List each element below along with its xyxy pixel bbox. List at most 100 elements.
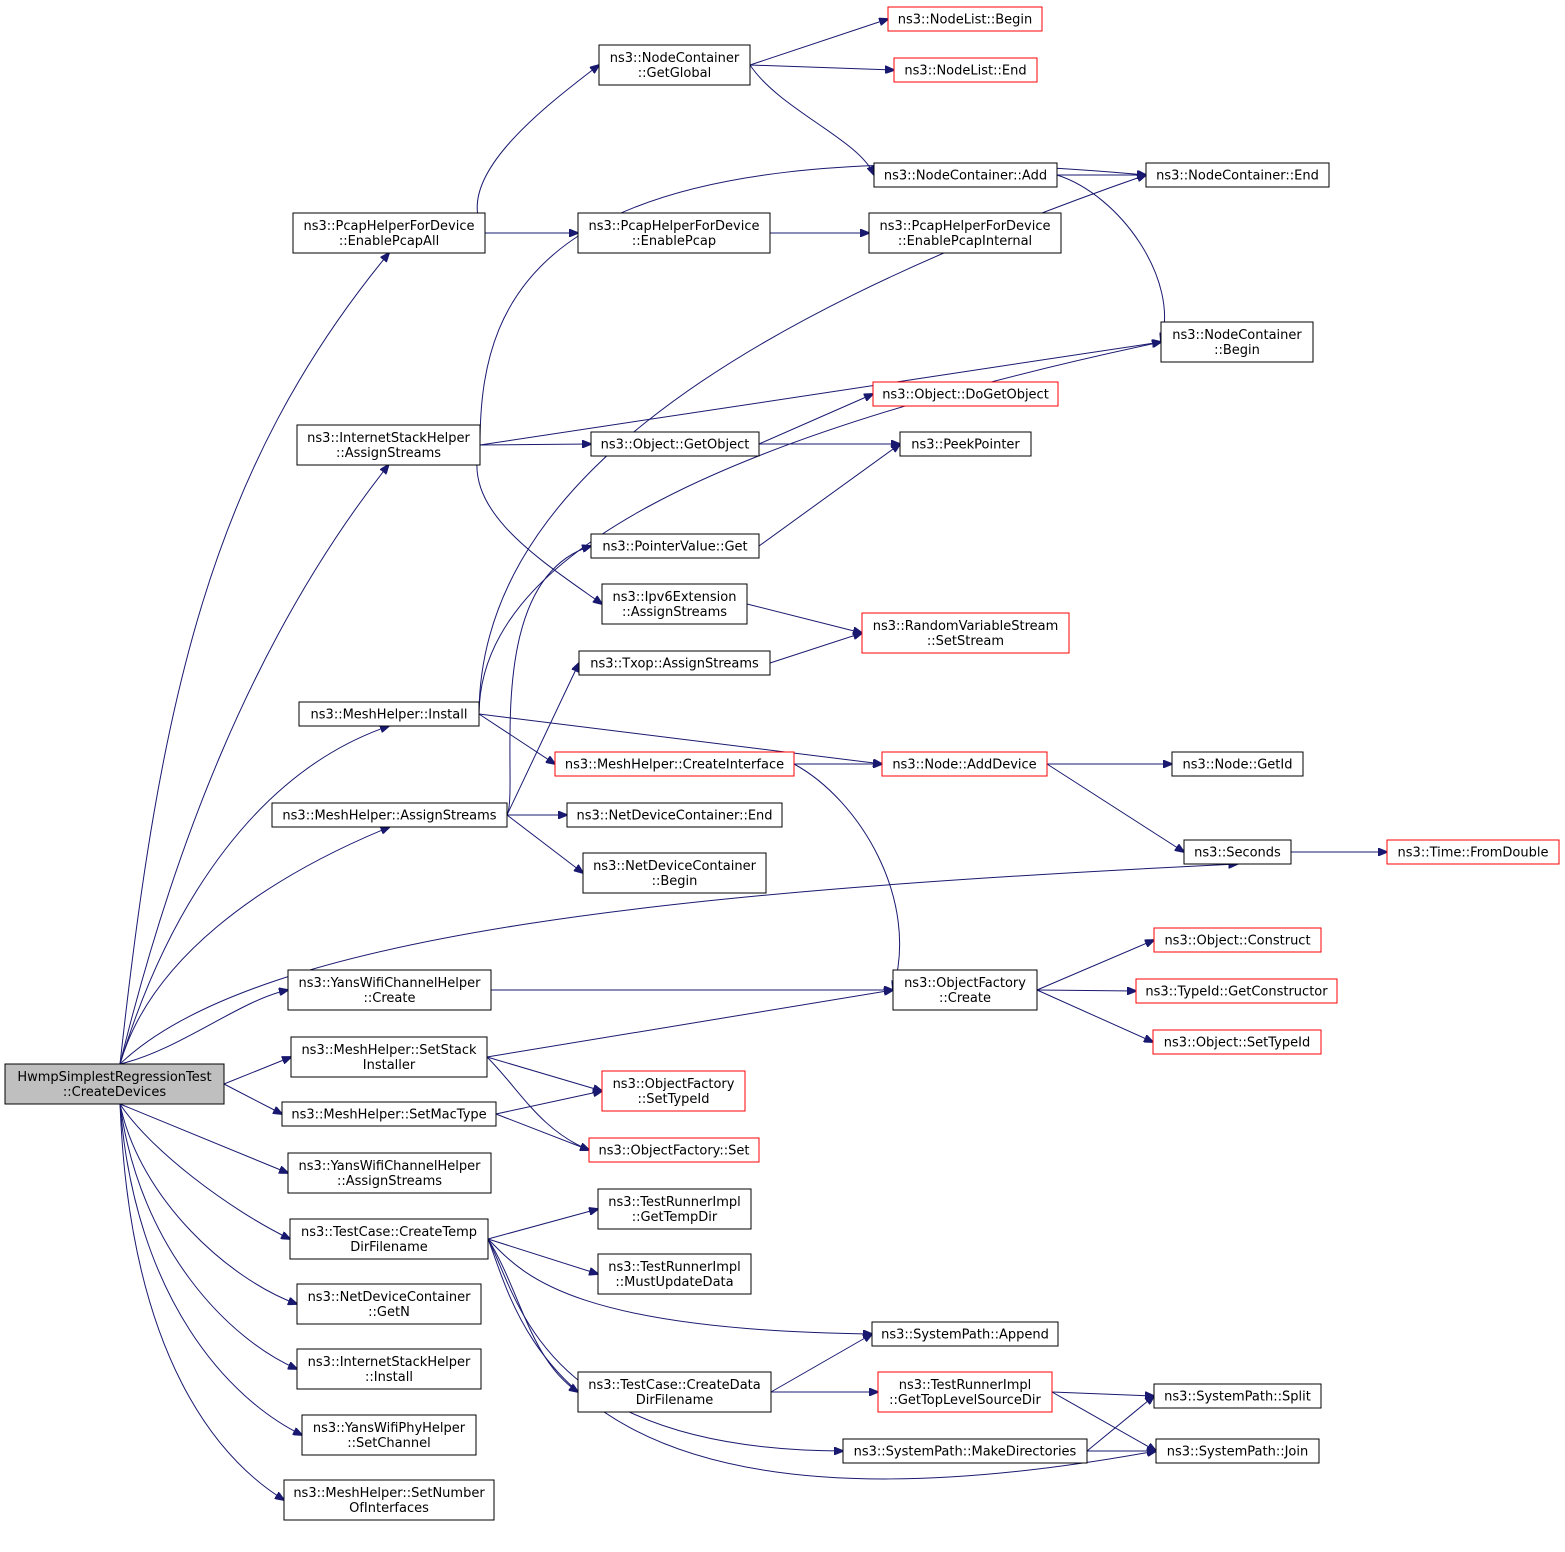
node-box xyxy=(871,1321,1059,1347)
node-meshinstall[interactable]: ns3::MeshHelper::Install xyxy=(298,701,480,727)
node-nodegetid[interactable]: ns3::Node::GetId xyxy=(1171,751,1304,777)
edge-inetassign-to-ncbegin xyxy=(479,342,1161,446)
node-label: ns3::TestRunnerImpl xyxy=(899,1378,1032,1393)
edge-root-to-setstack xyxy=(223,1057,291,1085)
edge-createtemp-to-spmakedirs xyxy=(487,1238,843,1451)
node-label: ns3::NodeContainer xyxy=(610,51,740,66)
node-ndcbegin[interactable]: ns3::NetDeviceContainer::Begin xyxy=(582,852,767,894)
edge-root-to-inetassign xyxy=(119,465,389,1065)
node-label: ns3::NodeList::End xyxy=(904,64,1026,79)
node-label: ns3::Ipv6Extension xyxy=(613,590,737,605)
node-timefromdouble[interactable]: ns3::Time::FromDouble xyxy=(1386,839,1560,865)
edge-root-to-pcapall xyxy=(119,253,389,1065)
node-nodeadddevice[interactable]: ns3::Node::AddDevice xyxy=(881,751,1048,777)
edge-meshassign-to-ptrvalget xyxy=(506,546,591,816)
node-box xyxy=(283,1479,495,1521)
node-box xyxy=(601,583,748,625)
node-box xyxy=(1153,927,1322,953)
node-box xyxy=(1160,321,1314,363)
edge-ofcreate-to-objsettypeid xyxy=(1036,989,1153,1042)
node-trgettoplevel[interactable]: ns3::TestRunnerImpl::GetTopLevelSourceDi… xyxy=(877,1371,1053,1413)
node-ncbegin[interactable]: ns3::NodeContainer::Begin xyxy=(1160,321,1314,363)
node-spappend[interactable]: ns3::SystemPath::Append xyxy=(871,1321,1059,1347)
node-trmustupdate[interactable]: ns3::TestRunnerImpl::MustUpdateData xyxy=(597,1253,752,1295)
node-yanschassign[interactable]: ns3::YansWifiChannelHelper::AssignStream… xyxy=(287,1152,492,1194)
node-box xyxy=(577,212,771,254)
edge-ipv6extassign-to-rvssetstream xyxy=(746,603,862,633)
node-label: ns3::Time::FromDouble xyxy=(1398,846,1549,861)
node-peekpointer[interactable]: ns3::PeekPointer xyxy=(899,431,1032,457)
node-ofcreate[interactable]: ns3::ObjectFactory::Create xyxy=(892,969,1038,1011)
node-ptrvalget[interactable]: ns3::PointerValue::Get xyxy=(590,533,760,559)
node-trgettemp[interactable]: ns3::TestRunnerImpl::GetTempDir xyxy=(597,1188,752,1230)
node-yanschcreate[interactable]: ns3::YansWifiChannelHelper::Create xyxy=(287,969,492,1011)
node-label: ::SetTypeId xyxy=(637,1092,709,1107)
node-box xyxy=(287,1152,492,1194)
node-label: ns3::NodeContainer::Add xyxy=(884,169,1047,184)
node-spsplit[interactable]: ns3::SystemPath::Split xyxy=(1153,1383,1322,1409)
node-rvssetstream[interactable]: ns3::RandomVariableStream::SetStream xyxy=(861,612,1070,654)
edge-createiface-to-ofcreate xyxy=(793,763,901,990)
node-label: ::Begin xyxy=(652,874,698,889)
edge-root-to-setmactype xyxy=(223,1083,282,1114)
node-inetassign[interactable]: ns3::InternetStackHelper::AssignStreams xyxy=(296,424,481,466)
node-label: ns3::SystemPath::MakeDirectories xyxy=(854,1445,1077,1460)
node-ipv6extassign[interactable]: ns3::Ipv6Extension::AssignStreams xyxy=(601,583,748,625)
node-label: ns3::ObjectFactory xyxy=(904,976,1026,991)
node-box xyxy=(590,431,760,457)
edge-root-to-setnumif xyxy=(119,1103,284,1500)
node-objgetobject[interactable]: ns3::Object::GetObject xyxy=(590,431,760,457)
edge-root-to-meshassign xyxy=(119,827,390,1065)
node-enablepcapint[interactable]: ns3::PcapHelperForDevice::EnablePcapInte… xyxy=(868,212,1062,254)
node-label: ns3::InternetStackHelper xyxy=(308,1355,471,1370)
node-label: ns3::YansWifiPhyHelper xyxy=(313,1421,466,1436)
node-ndcend[interactable]: ns3::NetDeviceContainer::End xyxy=(566,802,783,828)
node-box xyxy=(554,751,795,777)
node-box xyxy=(301,1414,477,1456)
node-label: ns3::ObjectFactory xyxy=(613,1077,735,1092)
edge-ncgetglobal-to-ncadd xyxy=(749,64,874,175)
node-pcapall[interactable]: ns3::PcapHelperForDevice::EnablePcapAll xyxy=(292,212,486,254)
node-label: ns3::Seconds xyxy=(1194,846,1281,861)
node-label: ::CreateDevices xyxy=(63,1085,166,1100)
node-root[interactable]: HwmpSimplestRegressionTest::CreateDevice… xyxy=(4,1063,225,1105)
node-yansphysetch[interactable]: ns3::YansWifiPhyHelper::SetChannel xyxy=(301,1414,477,1456)
node-nlbegin[interactable]: ns3::NodeList::Begin xyxy=(887,6,1043,32)
node-ofset[interactable]: ns3::ObjectFactory::Set xyxy=(588,1137,760,1163)
node-seconds[interactable]: ns3::Seconds xyxy=(1183,839,1292,865)
node-createiface[interactable]: ns3::MeshHelper::CreateInterface xyxy=(554,751,795,777)
node-label: ns3::PcapHelperForDevice xyxy=(589,219,760,234)
node-typeidgetctor[interactable]: ns3::TypeId::GetConstructor xyxy=(1135,978,1338,1004)
node-label: ns3::TestRunnerImpl xyxy=(608,1260,741,1275)
node-ncadd[interactable]: ns3::NodeContainer::Add xyxy=(873,162,1058,188)
node-box xyxy=(899,431,1032,457)
edge-meshinstall-to-createiface xyxy=(478,713,555,764)
edge-ncgetglobal-to-nlbegin xyxy=(749,19,888,66)
node-ncend[interactable]: ns3::NodeContainer::End xyxy=(1145,162,1330,188)
node-setmactype[interactable]: ns3::MeshHelper::SetMacType xyxy=(281,1101,497,1127)
node-label: ns3::RandomVariableStream xyxy=(873,619,1059,634)
node-label: ns3::NodeList::Begin xyxy=(898,13,1032,28)
node-label: ::Create xyxy=(364,991,416,1006)
node-ncgetglobal[interactable]: ns3::NodeContainer::GetGlobal xyxy=(598,44,751,86)
node-txopassign[interactable]: ns3::Txop::AssignStreams xyxy=(578,650,771,676)
node-meshassign[interactable]: ns3::MeshHelper::AssignStreams xyxy=(271,802,508,828)
node-spmakedirs[interactable]: ns3::SystemPath::MakeDirectories xyxy=(842,1438,1088,1464)
node-label: ns3::NetDeviceContainer::End xyxy=(576,809,772,824)
node-objdogetobject[interactable]: ns3::Object::DoGetObject xyxy=(872,381,1059,407)
node-label: ::EnablePcapInternal xyxy=(898,234,1032,249)
node-objconstruct[interactable]: ns3::Object::Construct xyxy=(1153,927,1322,953)
node-nlend[interactable]: ns3::NodeList::End xyxy=(893,57,1038,83)
node-inetinstall[interactable]: ns3::InternetStackHelper::Install xyxy=(296,1348,482,1390)
node-enablepcap[interactable]: ns3::PcapHelperForDevice::EnablePcap xyxy=(577,212,771,254)
node-objsettypeid[interactable]: ns3::Object::SetTypeId xyxy=(1152,1029,1322,1055)
node-spjoin[interactable]: ns3::SystemPath::Join xyxy=(1155,1438,1320,1464)
node-ofsettypeid[interactable]: ns3::ObjectFactory::SetTypeId xyxy=(601,1070,746,1112)
node-box xyxy=(887,6,1043,32)
node-ndcgetn[interactable]: ns3::NetDeviceContainer::GetN xyxy=(296,1283,482,1325)
